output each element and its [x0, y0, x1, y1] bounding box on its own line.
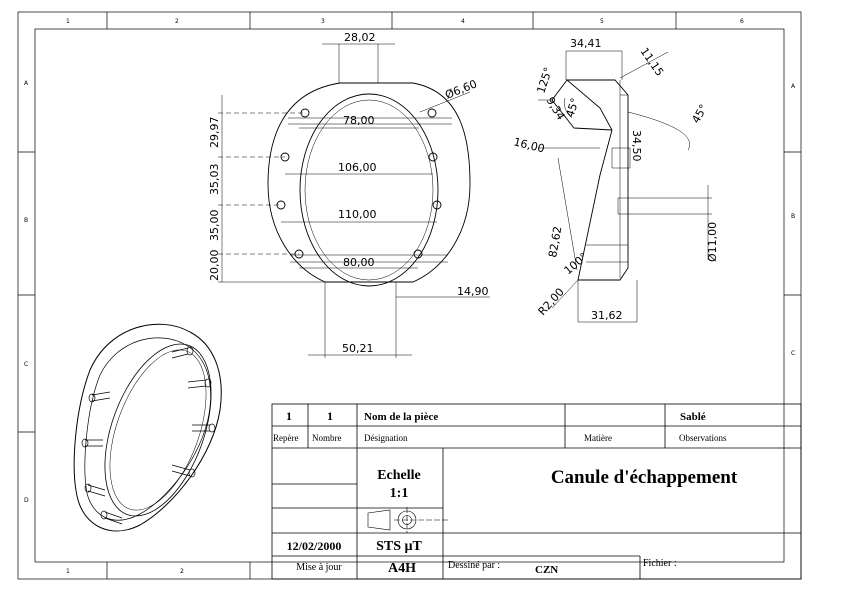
zone-top-6: 6 — [740, 18, 744, 25]
dim-radius-2-00: R2,00 — [536, 285, 567, 318]
organization-name: STS µT — [376, 539, 422, 554]
qty-cell-2: 1 — [327, 409, 333, 423]
zone-top-4: 4 — [461, 18, 465, 25]
scale-label: Echelle — [377, 468, 421, 483]
mise-a-jour-label: Mise à jour — [296, 562, 342, 573]
dim-angle-125: 125° — [534, 66, 555, 95]
zone-bottom-1: 1 — [66, 568, 70, 575]
title-block: 1 1 Nom de la pièce Sablé Repère Nombre … — [273, 409, 738, 576]
dim-angle-45-right: 45° — [689, 102, 710, 125]
zone-top-1: 1 — [66, 18, 70, 25]
drawing-date: 12/02/2000 — [287, 539, 342, 553]
side-view — [551, 79, 631, 281]
zone-right-b: B — [791, 213, 795, 220]
designation-label: Désignation — [364, 433, 408, 443]
zone-top-5: 5 — [600, 18, 604, 25]
dim-50-21: 50,21 — [342, 342, 374, 355]
dim-34-50: 34,50 — [630, 130, 643, 162]
side-view-dimensions: 34,41 11,15 125° 45° 45° 9,34 16,00 34,5… — [512, 37, 719, 322]
dim-diameter-11-00: Ø11,00 — [706, 222, 719, 262]
dim-34-41: 34,41 — [570, 37, 602, 50]
author-name: CZN — [535, 564, 558, 576]
part-title: Canule d'échappement — [551, 467, 738, 488]
qty-cell-1: 1 — [286, 409, 292, 423]
scale-value: 1:1 — [390, 486, 409, 501]
isometric-view — [73, 323, 222, 532]
title-block-lines — [271, 403, 802, 580]
dim-78-00: 78,00 — [343, 114, 375, 127]
projection-symbol — [367, 507, 450, 533]
dim-20-00: 20,00 — [208, 250, 221, 282]
dim-80-00: 80,00 — [343, 256, 375, 269]
side-view-dimension-lines — [538, 50, 712, 323]
zone-left-a: A — [24, 80, 29, 87]
zone-top-3: 3 — [321, 18, 325, 25]
matiere-label: Matière — [584, 433, 612, 443]
part-name-label: Nom de la pièce — [364, 411, 438, 423]
dim-29-97: 29,97 — [208, 117, 221, 149]
file-label: Fichier : — [643, 558, 677, 569]
dim-28-02: 28,02 — [344, 31, 376, 44]
repere-label: Repère — [273, 433, 298, 443]
front-view — [267, 82, 471, 287]
zone-left-b: B — [24, 217, 28, 224]
dim-82-62: 82,62 — [546, 225, 564, 258]
dim-106-00: 106,00 — [338, 161, 377, 174]
zone-bottom-2: 2 — [180, 568, 184, 575]
dim-35-03: 35,03 — [208, 164, 221, 196]
dim-11-15: 11,15 — [638, 45, 667, 78]
dim-angle-100: 100° — [562, 250, 591, 277]
drawn-by-label: Dessiné par : — [448, 560, 500, 571]
front-view-dimension-lines — [218, 43, 490, 358]
zone-right-c: C — [791, 350, 795, 357]
sheet-frame — [17, 11, 802, 580]
dim-angle-45-left: 45° — [563, 96, 581, 119]
zone-left-c: C — [24, 361, 28, 368]
dim-16-00: 16,00 — [512, 135, 546, 155]
front-view-dimensions: 28,02 Ø6,60 78,00 106,00 110,00 80,00 29… — [208, 31, 489, 355]
zone-left-d: D — [24, 497, 29, 504]
dim-35-00: 35,00 — [208, 210, 221, 242]
sheet-format: A4H — [388, 561, 416, 576]
dim-110-00: 110,00 — [338, 208, 377, 221]
dim-31-62: 31,62 — [591, 309, 623, 322]
dim-9-34: 9,34 — [543, 95, 567, 123]
observations-label: Observations — [679, 433, 727, 443]
zone-labels: 1 2 3 4 5 6 1 2 A B C D A B C — [24, 18, 796, 575]
nombre-label: Nombre — [312, 433, 342, 443]
dim-14-90: 14,90 — [457, 285, 489, 298]
zone-right-a: A — [791, 83, 796, 90]
zone-top-2: 2 — [175, 18, 179, 25]
finish-value: Sablé — [680, 411, 706, 423]
dim-diameter-6-60: Ø6,60 — [443, 77, 479, 101]
